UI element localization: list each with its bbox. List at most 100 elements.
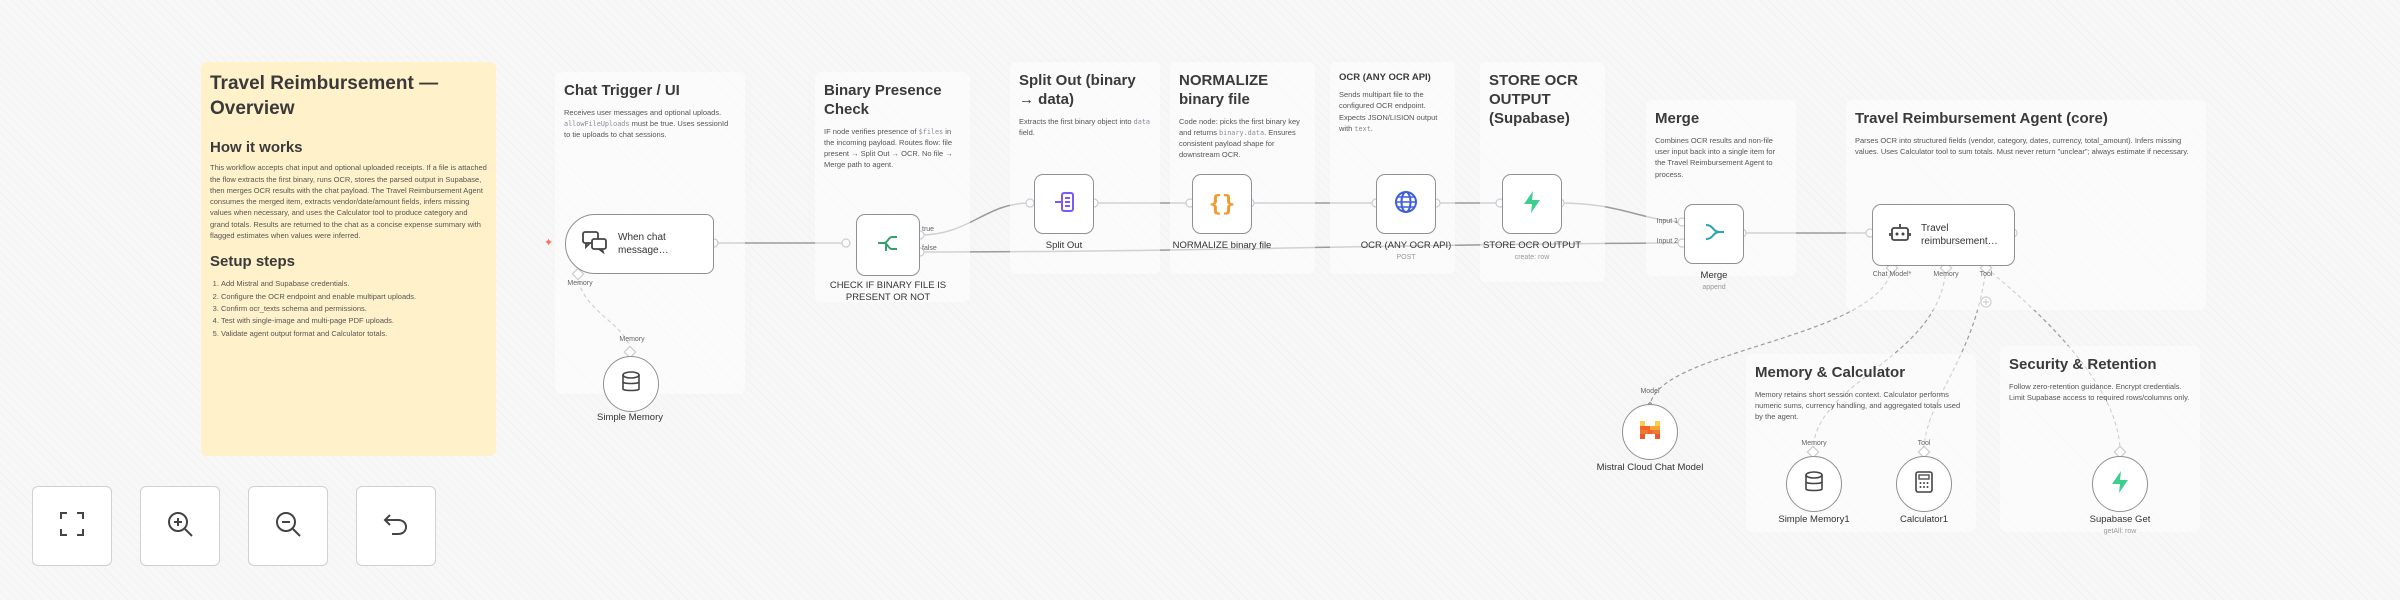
true-branch-label: true: [922, 226, 935, 233]
setup-step: Test with single-image and multi-page PD…: [221, 315, 487, 327]
sticky-title: Split Out (binary → data): [1019, 72, 1136, 108]
setup-step: Validate agent output format and Calcula…: [221, 328, 487, 340]
sticky-text: Memory retains short session context. Ca…: [1755, 389, 1961, 422]
agent-sticky[interactable]: Travel Reimbursement Agent (core) Parses…: [1846, 100, 2206, 310]
setup-step: Add Mistral and Supabase credentials.: [221, 278, 487, 290]
agent-memory-port: Memory: [1933, 271, 1959, 278]
ocr-sticky[interactable]: OCR (ANY OCR API) Sends multipart file t…: [1330, 62, 1455, 274]
chat-trigger-node[interactable]: When chat message…: [565, 214, 714, 274]
undo-icon: [382, 510, 410, 543]
store-ocr-operation: create: row: [1514, 254, 1550, 261]
store-sticky[interactable]: STORE OCR OUTPUT (Supabase): [1480, 62, 1605, 282]
tool-port-label: Tool: [1917, 440, 1931, 447]
merge-label: Merge: [1700, 270, 1728, 281]
chat-trigger-label: When chat message…: [618, 232, 669, 256]
calculator-node[interactable]: [1896, 456, 1952, 512]
sticky-text: Parses OCR into structured fields (vendo…: [1855, 135, 2189, 156]
normalize-node[interactable]: {}: [1192, 174, 1252, 234]
ocr-method: POST: [1396, 254, 1416, 261]
zoom-out-button[interactable]: [248, 486, 328, 566]
if-check-node[interactable]: [856, 214, 920, 276]
normalize-sticky[interactable]: NORMALIZE binary file Code node: picks t…: [1170, 62, 1315, 274]
supabase-get-operation: getAll: row: [2103, 528, 2137, 535]
agent-tool-port: Tool: [1979, 271, 1993, 278]
mistral-model-node[interactable]: [1622, 404, 1678, 460]
sticky-text: Receives user messages and optional uplo…: [564, 107, 729, 140]
ocr-label: OCR (ANY OCR API): [1360, 240, 1452, 251]
merge-node[interactable]: [1684, 204, 1744, 264]
database-icon: [1803, 470, 1825, 499]
store-ocr-label: STORE OCR OUTPUT: [1483, 240, 1581, 251]
trigger-bolt-icon: ✦: [544, 237, 554, 249]
simple-memory1-node[interactable]: [1786, 456, 1842, 512]
setup-steps-heading: Setup steps: [210, 253, 296, 271]
if-check-label: CHECK IF BINARY FILE IS PRESENT OR NOT: [829, 280, 947, 303]
store-ocr-node[interactable]: [1502, 174, 1562, 234]
memory-calculator-sticky[interactable]: Memory & Calculator Memory retains short…: [1746, 354, 1976, 532]
agent-chat-model-port: Chat Model*: [1872, 271, 1912, 278]
overview-sticky[interactable]: Travel Reimbursement — Overview How it w…: [201, 62, 496, 456]
setup-steps-list: Add Mistral and Supabase credentials. Co…: [210, 278, 487, 340]
sticky-text: Combines OCR results and non-file user i…: [1655, 135, 1776, 179]
sticky-title: OCR (ANY OCR API): [1339, 72, 1431, 83]
setup-step: Confirm ocr_texts schema and permissions…: [221, 303, 487, 315]
code-braces-icon: {}: [1208, 191, 1236, 217]
split-out-sticky[interactable]: Split Out (binary → data) Extracts the f…: [1010, 62, 1160, 274]
overview-title: Travel Reimbursement — Overview: [210, 73, 439, 119]
model-port-label: Model: [1640, 388, 1660, 395]
split-out-label: Split Out: [1045, 240, 1083, 251]
merge-icon: [1702, 220, 1726, 249]
sticky-title: Merge: [1655, 110, 1700, 127]
sticky-title: Chat Trigger / UI: [564, 82, 680, 99]
if-branch-icon: [875, 231, 901, 260]
travel-agent-node[interactable]: Travel reimbursement…: [1872, 204, 2015, 266]
merge-sticky[interactable]: Merge Combines OCR results and non-file …: [1646, 100, 1796, 276]
sticky-text: IF node verifies presence of $files in t…: [824, 126, 953, 170]
mistral-icon: [1639, 420, 1661, 445]
fit-view-button[interactable]: [32, 486, 112, 566]
supabase-icon: [1521, 190, 1543, 219]
split-out-node[interactable]: [1034, 174, 1094, 234]
globe-icon: [1393, 189, 1419, 220]
sticky-title: STORE OCR OUTPUT (Supabase): [1489, 72, 1578, 127]
zoom-in-icon: [165, 509, 195, 544]
ocr-node[interactable]: [1376, 174, 1436, 234]
chat-icon: [582, 230, 608, 258]
reset-zoom-button[interactable]: [356, 486, 436, 566]
sticky-title: Travel Reimbursement Agent (core): [1855, 110, 2108, 127]
false-branch-label: false: [922, 245, 937, 252]
calculator-label: Calculator1: [1899, 514, 1949, 525]
calculator-icon: [1915, 470, 1933, 498]
sticky-title: Binary Presence Check: [824, 82, 942, 118]
zoom-in-button[interactable]: [140, 486, 220, 566]
sticky-title: NORMALIZE binary file: [1179, 72, 1269, 108]
normalize-label: NORMALIZE binary file: [1172, 240, 1272, 251]
setup-step: Configure the OCR endpoint and enable mu…: [221, 291, 487, 303]
fit-view-icon: [58, 510, 86, 543]
merge-input1-label: Input 1: [1656, 218, 1678, 225]
database-icon: [620, 370, 642, 399]
merge-input2-label: Input 2: [1656, 238, 1678, 245]
sticky-text: Follow zero-retention guidance. Encrypt …: [2009, 381, 2190, 402]
how-it-works-text: This workflow accepts chat input and opt…: [210, 163, 487, 240]
how-it-works-heading: How it works: [210, 139, 303, 157]
sticky-title: Memory & Calculator: [1755, 364, 1906, 381]
sticky-text: Sends multipart file to the configured O…: [1339, 90, 1438, 133]
simple-memory-node[interactable]: [603, 356, 659, 412]
sticky-title: Security & Retention: [2009, 356, 2157, 373]
split-icon: [1052, 190, 1076, 219]
zoom-out-icon: [273, 509, 303, 544]
memory-port-label: Memory: [567, 280, 593, 287]
memory-port-label: Memory: [1801, 440, 1827, 447]
simple-memory1-label: Simple Memory1: [1778, 514, 1850, 525]
travel-agent-label: Travel reimbursement…: [1921, 223, 1998, 247]
merge-mode: append: [1702, 284, 1726, 291]
sticky-text: Code node: picks the first binary key an…: [1179, 116, 1300, 160]
memory-port-label: Memory: [619, 336, 645, 343]
mistral-label: Mistral Cloud Chat Model: [1596, 462, 1704, 473]
supabase-icon: [2109, 470, 2131, 499]
sticky-text: Extracts the first binary object into da…: [1019, 116, 1151, 137]
supabase-get-node[interactable]: [2092, 456, 2148, 512]
simple-memory-label: Simple Memory: [597, 412, 663, 423]
